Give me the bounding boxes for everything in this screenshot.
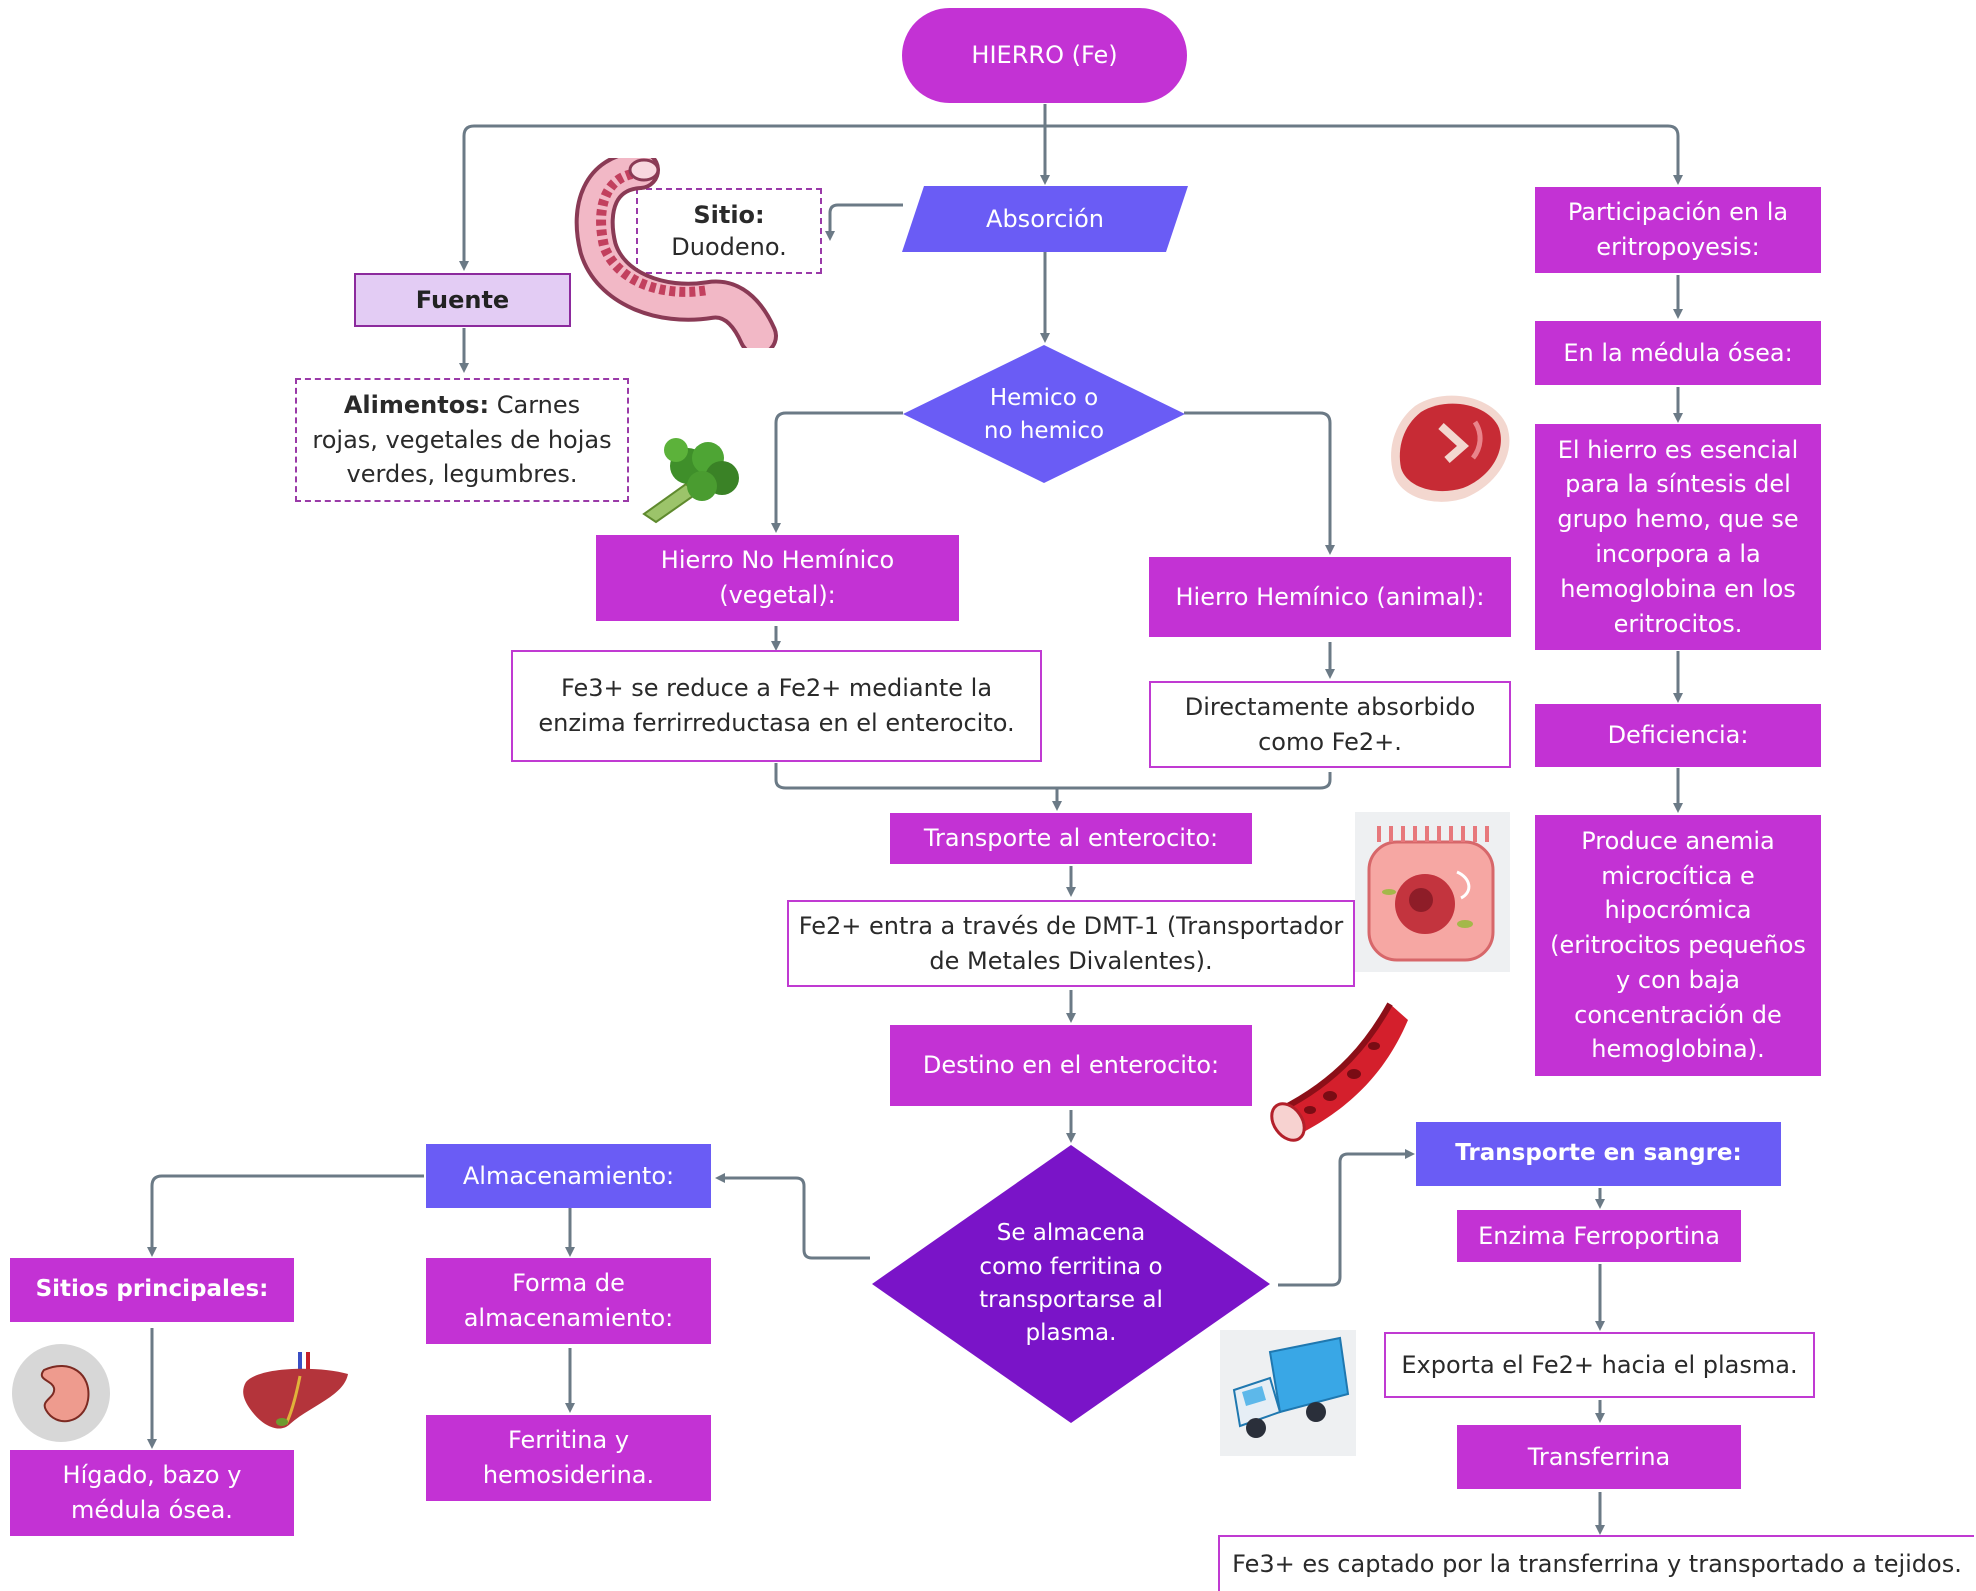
foods-label: Alimentos: <box>343 390 490 419</box>
transferrina-node: Transferrina <box>1457 1425 1741 1489</box>
forma-value-node: Ferritina y hemosiderina. <box>426 1415 711 1501</box>
sitios-principales-node: Sitios principales: <box>10 1258 294 1322</box>
hemico-desc: Directamente absorbido como Fe2+. <box>1149 681 1511 768</box>
transporte-enterocito-desc: Fe2+ entra a través de DMT-1 (Transporta… <box>787 900 1355 987</box>
captado-node: Fe3+ es captado por la transferrina y tr… <box>1218 1535 1974 1591</box>
blood-vessel-icon <box>1270 1002 1408 1142</box>
esencial-node: El hierro es esencial para la síntesis d… <box>1535 424 1821 650</box>
sitio-label: Sitio: <box>693 200 765 229</box>
almacenamiento-node: Almacenamiento: <box>426 1144 711 1208</box>
medula-node: En la médula ósea: <box>1535 321 1821 385</box>
hemico-decision-node <box>903 345 1185 483</box>
sitio-node: Sitio: Duodeno. <box>636 188 822 274</box>
no-hemico-node: Hierro No Hemínico (vegetal): <box>596 535 959 621</box>
steak-icon <box>1391 395 1510 502</box>
transporte-sangre-node: Transporte en sangre: <box>1416 1122 1781 1186</box>
deficiencia-node: Deficiencia: <box>1535 704 1821 767</box>
absorcion-node <box>902 186 1188 252</box>
liver-icon <box>243 1352 348 1429</box>
absorcion-label: Absorción <box>986 204 1104 233</box>
hemico-decision-label: Hemico o no hemico <box>983 384 1105 444</box>
foods-node: Alimentos: Carnes rojas, vegetales de ho… <box>295 378 629 502</box>
eritropoyesis-node: Participación en la eritropoyesis: <box>1535 187 1821 273</box>
title-node: HIERRO (Fe) <box>902 8 1187 103</box>
transporte-enterocito-node: Transporte al enterocito: <box>890 813 1252 864</box>
no-hemico-desc: Fe3+ se reduce a Fe2+ mediante la enzima… <box>511 650 1042 762</box>
anemia-node: Produce anemia microcítica e hipocrómica… <box>1535 815 1821 1076</box>
forma-node: Forma de almacenamiento: <box>426 1258 711 1344</box>
truck-icon <box>1220 1330 1356 1456</box>
sitios-value-node: Hígado, bazo y médula ósea. <box>10 1450 294 1536</box>
destino-decision-label: Se almacena como ferritina o transportar… <box>979 1220 1163 1347</box>
foods-text: Carnes rojas, vegetales de hojas verdes,… <box>312 390 612 489</box>
destino-decision-node <box>872 1145 1270 1423</box>
fuente-node: Fuente <box>354 273 571 327</box>
intestine-icon <box>574 158 778 348</box>
broccoli-icon <box>642 438 739 524</box>
hemico-node: Hierro Hemínico (animal): <box>1149 557 1511 637</box>
spleen-icon <box>12 1344 110 1442</box>
sitio-value: Duodeno. <box>671 233 787 261</box>
enzima-node: Enzima Ferroportina <box>1457 1210 1741 1262</box>
exporta-node: Exporta el Fe2+ hacia el plasma. <box>1384 1332 1815 1398</box>
enterocyte-cell-icon <box>1355 812 1510 972</box>
destino-node: Destino en el enterocito: <box>890 1025 1252 1106</box>
